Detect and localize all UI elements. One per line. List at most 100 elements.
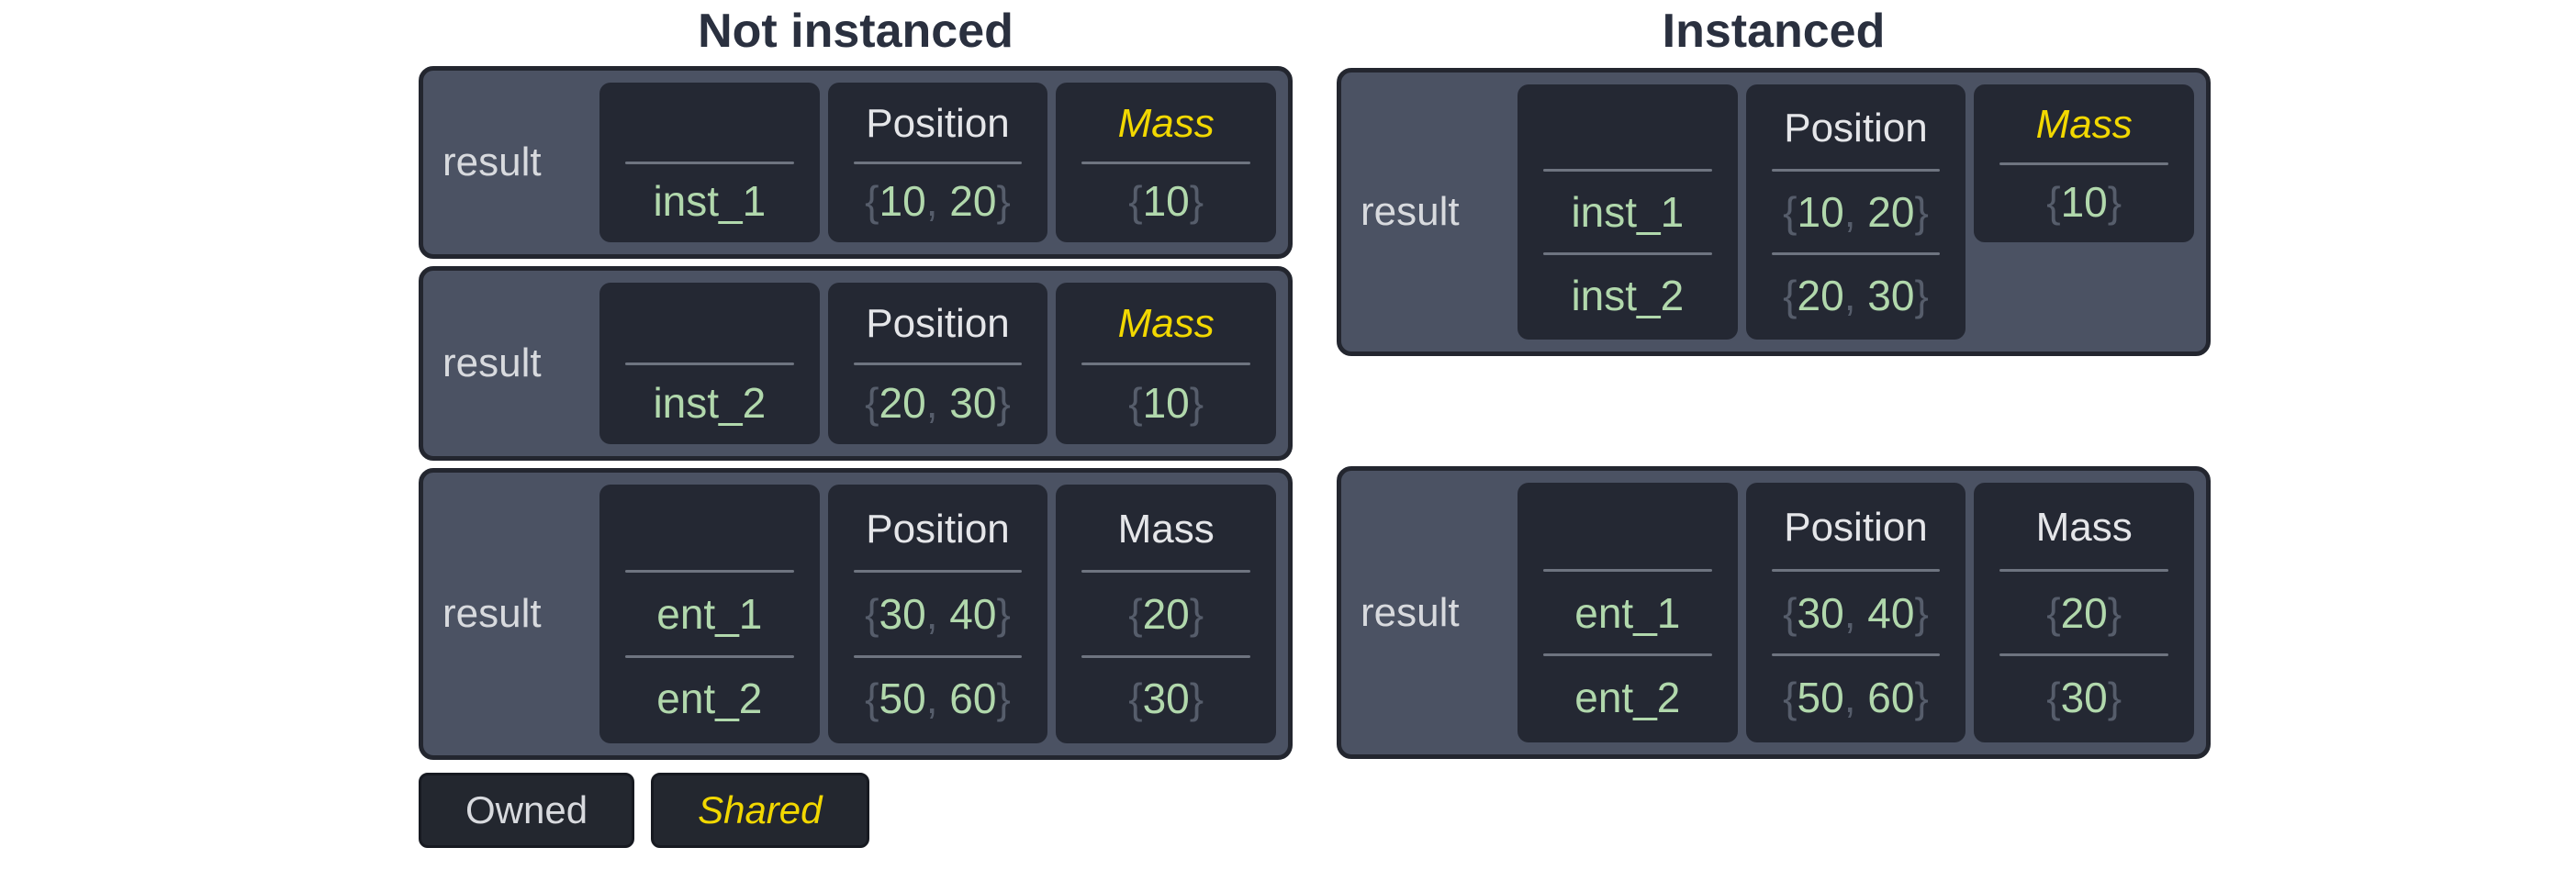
entity-cell: inst_1 [599,83,820,242]
entity-column: ent_1 ent_2 [1518,483,1738,742]
divider [625,654,794,658]
not-instanced-title: Not instanced [698,5,1014,58]
mass-value: {30} [1056,658,1276,740]
value-number: 50 [879,675,926,723]
mass-header-shared: Mass [2035,102,2133,148]
divider [853,161,1023,164]
entity-cell: ent_1 ent_2 [599,485,820,743]
result-table-not-instanced-2: result inst_2 Position {20, 30} Mass {10… [419,266,1293,461]
value-number: 50 [1797,674,1844,722]
value-punctuation: { [1783,674,1798,722]
divider [625,362,794,365]
mass-value: {10} [1974,165,2194,240]
divider [1543,252,1712,255]
entity-header-empty [1518,88,1738,169]
divider [853,362,1023,365]
value-punctuation: } [2107,674,2122,722]
position-header: Position [866,301,1010,347]
value-punctuation: , [1843,188,1868,236]
value-punctuation: } [2107,588,2122,637]
position-value: {20, 30} [828,365,1048,441]
value-punctuation: } [1914,588,1929,637]
position-column: Position {20, 30} [827,283,1048,444]
value-number: 20 [949,177,997,226]
value-number: 40 [1867,588,1915,637]
position-column: Position {10, 20} {20, 30} [1745,84,1966,340]
entity-cell: inst_1 inst_2 [1518,84,1738,340]
value-punctuation: , [1843,272,1868,319]
position-value: {10, 20} [828,164,1048,240]
value-punctuation: } [996,675,1011,723]
mass-cell: Mass {20} {30} [1974,483,2195,742]
mass-header: Mass [1117,506,1215,552]
divider [1081,570,1251,574]
value-number: 20 [1867,188,1915,236]
position-column: Position {30, 40} {50, 60} [1745,483,1966,742]
entity-id: ent_2 [1574,674,1681,722]
mass-header-shared: Mass [1117,100,1215,146]
position-value: {50, 60} [828,658,1048,740]
value-punctuation: , [1843,674,1868,722]
value-punctuation: } [1189,589,1204,638]
value-number: 20 [1797,272,1844,319]
value-number: 60 [949,675,997,723]
mass-column: Mass {20} {30} [1974,483,2195,742]
entity-cell: ent_1 ent_2 [1518,483,1738,742]
value-punctuation: { [2046,178,2061,227]
entity-header-empty [1518,486,1738,569]
legend-owned-chip: Owned [419,773,635,848]
value-number: 30 [1867,272,1915,319]
instanced-title: Instanced [1662,5,1886,58]
position-header: Position [1784,106,1928,151]
entity-id: ent_1 [656,589,763,638]
value-punctuation: { [1128,378,1143,427]
value-punctuation: { [865,589,879,638]
position-column: Position {10, 20} [827,83,1048,242]
result-table-instanced-2: result ent_1 ent_2 Position {30, 40} {50… [1337,466,2211,759]
value-punctuation: { [2046,588,2061,637]
value-number: 40 [949,589,997,638]
value-punctuation: } [996,177,1011,226]
position-value: {20, 30} [1746,255,1966,336]
mass-cell: Mass {10} [1056,283,1277,444]
value-number: 60 [1867,674,1915,722]
value-punctuation: , [1843,588,1868,637]
divider [1081,161,1251,164]
position-header: Position [1784,504,1928,550]
value-punctuation: } [996,378,1011,427]
value-punctuation: , [925,589,950,638]
entity-column: ent_1 ent_2 [599,485,820,743]
mass-header: Mass [2035,504,2133,550]
mass-cell: Mass {20} {30} [1056,485,1277,743]
divider [1543,169,1712,172]
value-punctuation: { [1783,272,1798,319]
mass-cell-shared: Mass {10} [1974,84,2195,243]
position-value: {30, 40} [1746,572,1966,654]
value-number: 10 [1797,188,1844,236]
value-number: 20 [879,378,926,427]
entity-column: inst_2 [599,283,820,444]
value-number: 10 [1142,378,1190,427]
value-punctuation: } [1914,272,1929,319]
divider [625,161,794,164]
entity-id: ent_2 [656,675,763,723]
position-cell: Position {30, 40} {50, 60} [1745,483,1966,742]
divider [1543,653,1712,657]
value-punctuation: , [925,675,950,723]
value-number: 30 [949,378,997,427]
divider [1999,162,2169,165]
value-punctuation: { [1128,589,1143,638]
mass-column: Mass {10} [1974,84,2195,340]
value-punctuation: { [865,675,879,723]
value-punctuation: { [865,177,879,226]
entity-header-empty [599,86,820,162]
mass-value: {30} [1974,656,2194,739]
divider [853,570,1023,574]
value-punctuation: { [1783,188,1798,236]
value-punctuation: } [996,589,1011,638]
value-number: 30 [1142,675,1190,723]
value-punctuation: } [1914,674,1929,722]
position-cell: Position {10, 20} [827,83,1048,242]
value-number: 30 [2060,674,2108,722]
result-label: result [442,340,542,385]
